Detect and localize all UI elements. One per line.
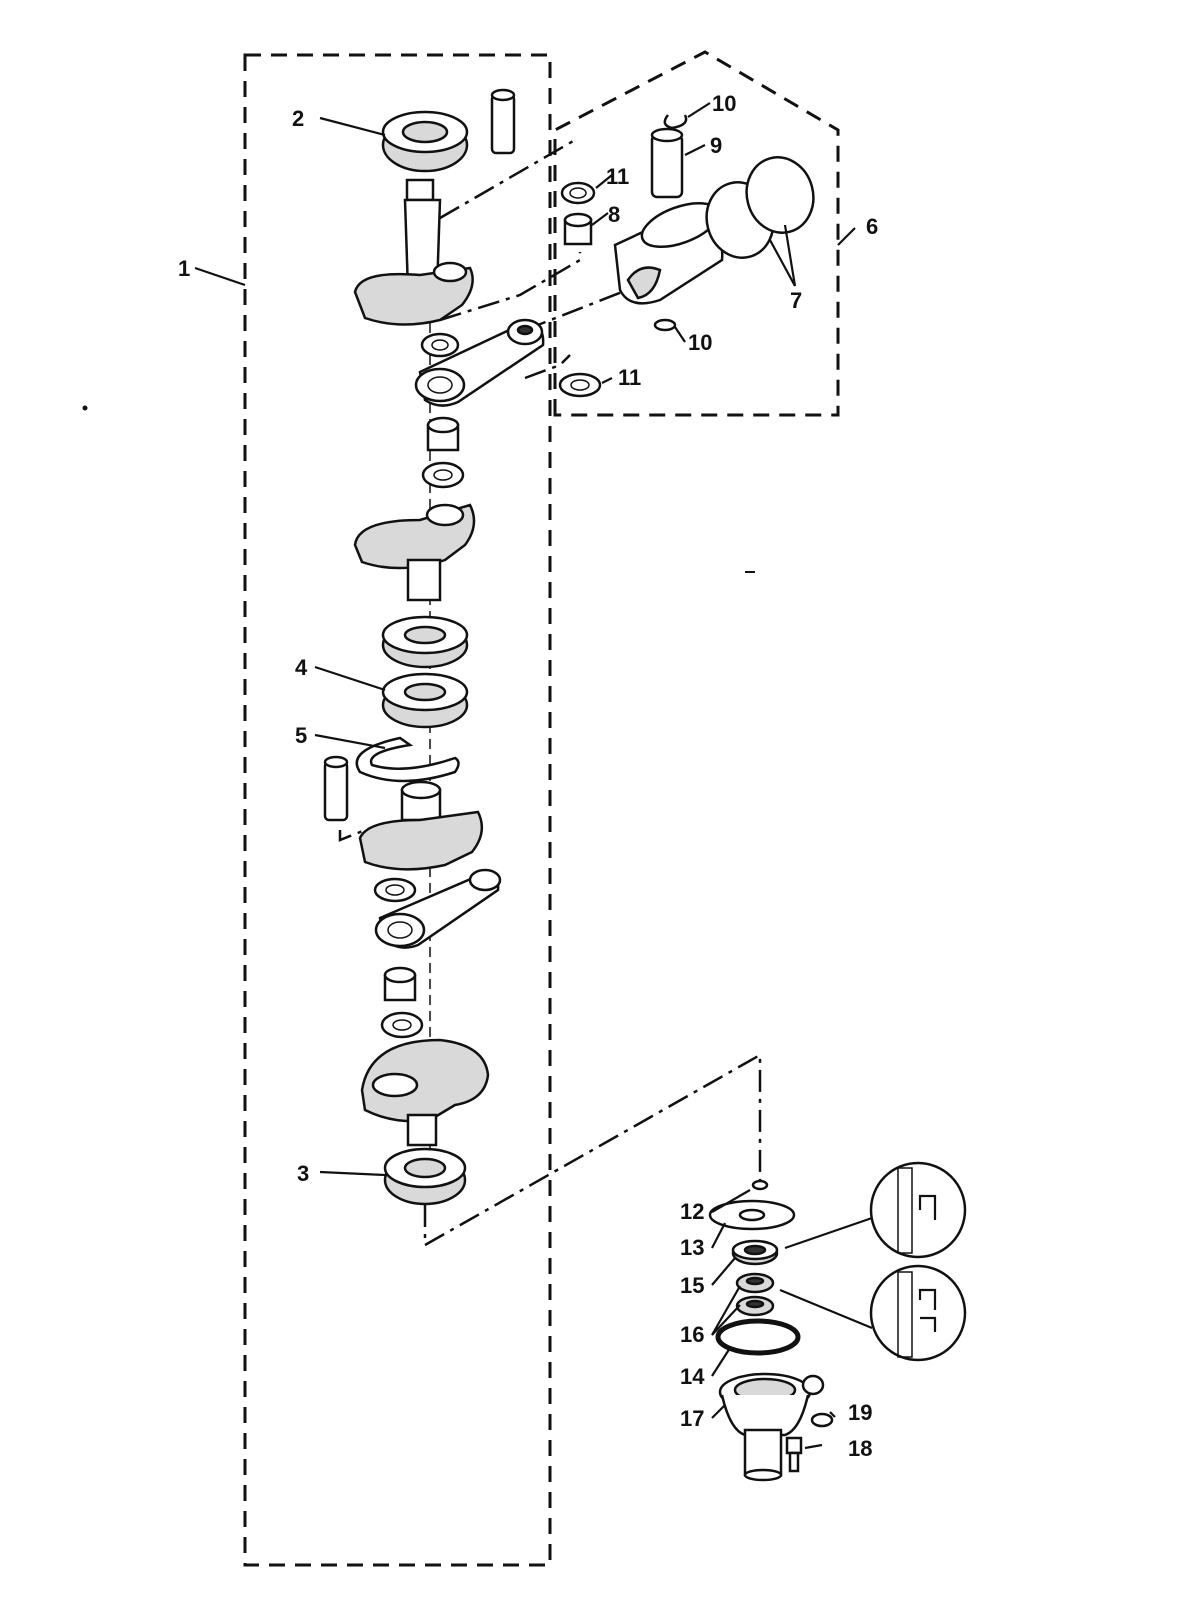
center-main-bearing	[381, 615, 469, 669]
upper-connecting-rod	[414, 318, 545, 407]
assembly-line-pin	[439, 252, 582, 322]
seal-carrier-plate	[708, 1199, 796, 1231]
upper-needle-cage	[420, 332, 460, 358]
leader-lines	[194, 102, 856, 1450]
scan-speck	[82, 405, 88, 411]
label-17: 17	[680, 1406, 704, 1431]
label-6: 6	[866, 214, 878, 239]
label-10-bottom: 10	[688, 330, 712, 355]
bearing-retaining-ring	[355, 736, 460, 783]
thrust-washer-upper	[560, 181, 596, 205]
lower-crank-throw	[360, 1038, 490, 1147]
lower-needle-cage	[373, 877, 417, 903]
lock-washer	[810, 1412, 834, 1428]
label-11-bottom: 11	[618, 365, 641, 390]
label-7: 7	[790, 288, 802, 313]
label-14: 14	[680, 1364, 705, 1389]
upper-middle-roller-bearing	[426, 416, 460, 452]
label-9: 9	[710, 133, 722, 158]
middle-oil-seals	[735, 1272, 775, 1317]
label-11-top: 11	[606, 164, 629, 189]
seal-detail-inset-lower	[779, 1264, 967, 1362]
upper-middle-needle-cage	[421, 461, 465, 489]
lower-roller-bearing	[383, 966, 417, 1002]
label-19: 19	[848, 1400, 872, 1425]
upper-oil-seal	[731, 1239, 779, 1266]
label-13: 13	[680, 1235, 704, 1260]
thrust-washer-lower	[558, 372, 602, 398]
lower-needle-cage-2	[380, 1011, 424, 1039]
lower-connecting-rod	[374, 868, 502, 949]
label-2: 2	[292, 106, 304, 131]
label-1: 1	[178, 256, 190, 281]
label-16: 16	[680, 1322, 704, 1347]
assembly-line-seal	[423, 1052, 762, 1248]
label-18: 18	[848, 1436, 872, 1461]
assembly-line-washer	[524, 354, 571, 380]
bearing-housing	[718, 1372, 825, 1482]
label-8: 8	[608, 202, 620, 227]
piston-pin-retainer-bottom	[653, 318, 677, 332]
label-15: 15	[680, 1273, 704, 1298]
assembly-line-upper	[439, 138, 576, 220]
middle-crank-throw-lower	[358, 780, 484, 871]
upper-crank-throw	[353, 178, 474, 326]
seal-retainer-washer	[751, 1179, 769, 1191]
piston-pin	[650, 127, 684, 199]
middle-crank-throw-upper	[353, 503, 476, 602]
dowel-pin-upper	[490, 88, 516, 155]
center-bearing-race	[381, 672, 469, 729]
label-5: 5	[295, 723, 307, 748]
label-4: 4	[295, 655, 308, 680]
housing-screw	[785, 1436, 803, 1473]
assembly-line-pin-lower	[338, 823, 379, 842]
seal-detail-inset-upper	[784, 1161, 967, 1259]
label-12: 12	[680, 1199, 704, 1224]
dowel-pin-lower	[323, 755, 349, 822]
piston-rings	[705, 156, 815, 259]
piston	[613, 201, 724, 305]
label-3: 3	[297, 1161, 309, 1186]
piston-pin-retainer-top	[663, 114, 688, 130]
o-ring	[715, 1318, 801, 1356]
piston-assembly-outline	[553, 50, 840, 417]
piston-needle-bearing	[563, 212, 593, 246]
lower-ball-bearing	[383, 1147, 467, 1206]
upper-ball-bearing	[381, 110, 469, 173]
label-10-top: 10	[712, 91, 736, 116]
